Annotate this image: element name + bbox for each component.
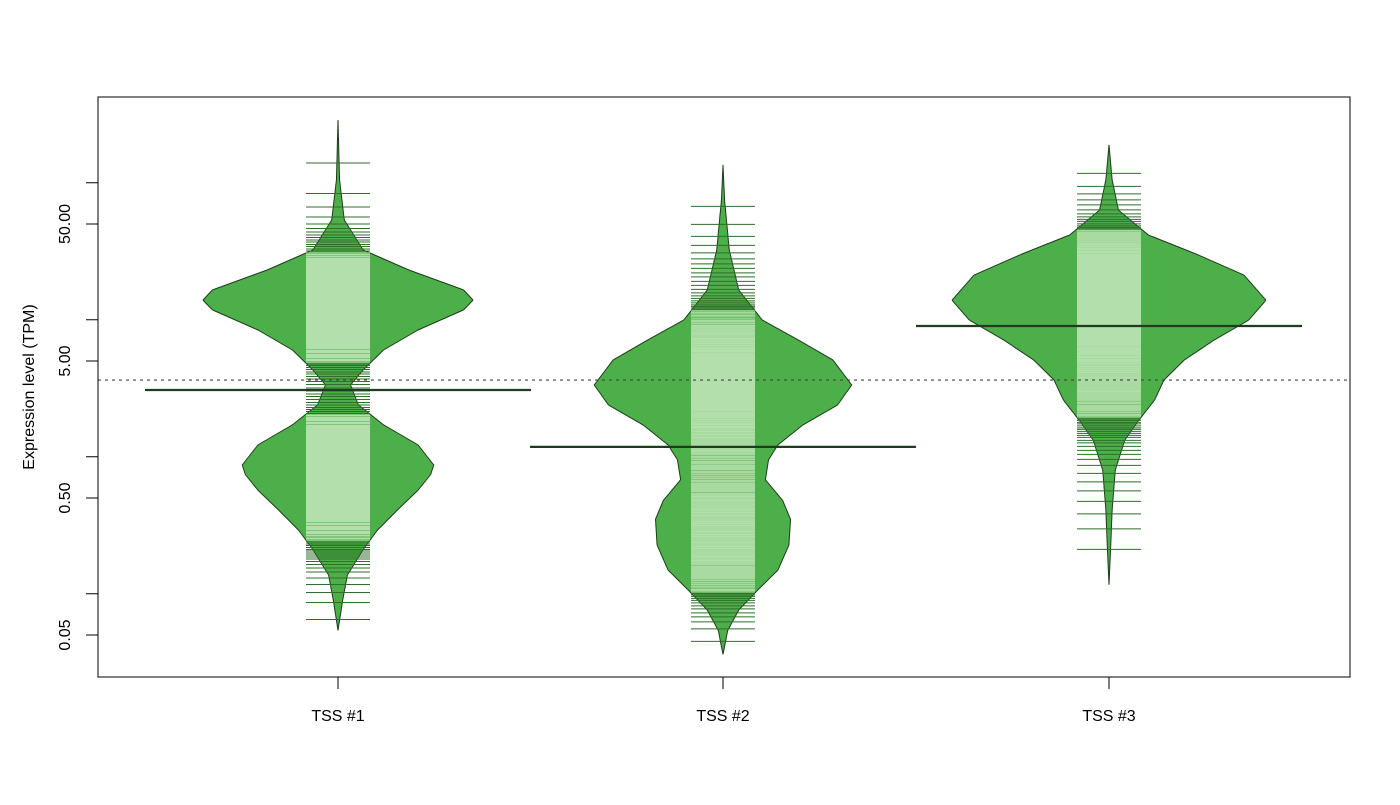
y-axis-label: Expression level (TPM) [21, 304, 38, 469]
plot-frame [97, 96, 1351, 678]
bean-group [202, 120, 474, 631]
beans-layer [202, 120, 1267, 655]
y-tick-label: 0.05 [57, 619, 74, 650]
x-tick-label: TSS #2 [696, 708, 749, 725]
bean-shape [202, 120, 474, 631]
bean-group [593, 164, 853, 655]
x-tick-label: TSS #3 [1082, 708, 1135, 725]
x-tick-label: TSS #1 [311, 708, 364, 725]
y-tick-label: 0.50 [57, 482, 74, 513]
y-axis: 0.05 0.50 5.00 50.00 [57, 182, 98, 651]
y-tick-label: 50.00 [57, 204, 74, 244]
y-tick-label: 5.00 [57, 345, 74, 376]
medians-layer [145, 324, 1302, 449]
bean-group [951, 144, 1267, 585]
x-axis: TSS #1 TSS #2 TSS #3 [311, 677, 1136, 725]
